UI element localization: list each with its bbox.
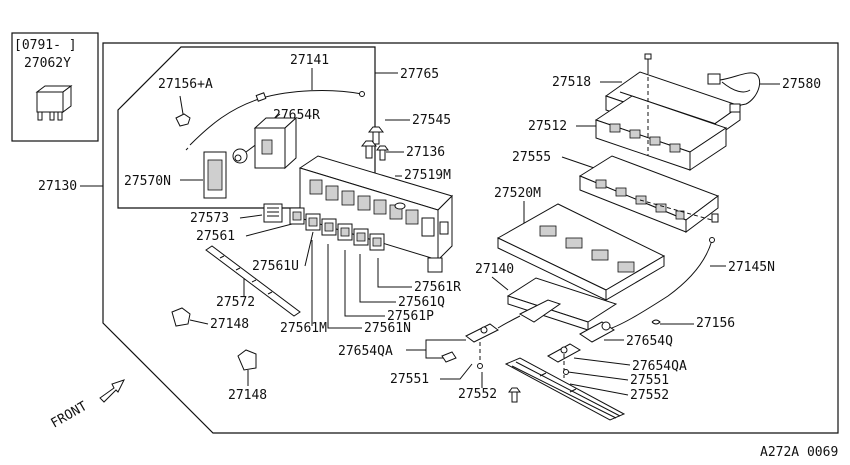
knob-27654r bbox=[232, 139, 263, 164]
inset-date-range: [0791- ] bbox=[14, 38, 77, 53]
screw-27555 bbox=[711, 213, 719, 223]
control-unit-27519m bbox=[298, 155, 453, 273]
control-cable-27145n bbox=[605, 239, 713, 331]
inset-relay-box: [0791- ] 27062Y bbox=[11, 32, 99, 142]
label-27136: 27136 bbox=[406, 145, 445, 160]
label-27512: 27512 bbox=[528, 119, 567, 134]
lens-strip-27572 bbox=[205, 245, 301, 317]
front-label: FRONT bbox=[49, 399, 91, 432]
label-27573: 27573 bbox=[190, 211, 229, 226]
label-27561: 27561 bbox=[196, 229, 235, 244]
label-27572: 27572 bbox=[216, 295, 255, 310]
button-row bbox=[289, 207, 385, 251]
label-27561u: 27561U bbox=[252, 259, 299, 274]
front-arrow-icon bbox=[99, 379, 125, 403]
label-27555: 27555 bbox=[512, 150, 551, 165]
label-27570n: 27570N bbox=[124, 174, 171, 189]
screw-lower-rail bbox=[508, 387, 521, 403]
label-27141: 27141 bbox=[290, 53, 329, 68]
label-27561q: 27561Q bbox=[398, 295, 445, 310]
label-27551-right: 27551 bbox=[630, 373, 669, 388]
bracket-27570n bbox=[203, 113, 298, 199]
label-27148-lower: 27148 bbox=[228, 388, 267, 403]
lever-27654q bbox=[579, 321, 615, 343]
label-27145n: 27145N bbox=[728, 260, 775, 275]
clip-27156 bbox=[651, 319, 661, 325]
case-27512 bbox=[594, 95, 728, 171]
label-27654q: 27654Q bbox=[626, 334, 673, 349]
base-27555 bbox=[578, 155, 720, 233]
screw-27545 bbox=[360, 126, 385, 159]
label-27130: 27130 bbox=[38, 179, 77, 194]
label-27519m: 27519M bbox=[404, 168, 451, 183]
diagram-code: A272A 0069 bbox=[760, 445, 838, 460]
rail-lower bbox=[504, 357, 626, 421]
label-27552-left: 27552 bbox=[458, 387, 497, 402]
label-27654qa-left: 27654QA bbox=[338, 344, 393, 359]
label-27654qa-right: 27654QA bbox=[632, 359, 687, 374]
screw-27518 bbox=[644, 53, 652, 70]
relay-icon bbox=[35, 85, 73, 121]
cable-clip-27156a bbox=[175, 95, 191, 127]
label-27518: 27518 bbox=[552, 75, 591, 90]
wire-harness-27580 bbox=[707, 72, 761, 113]
label-27140: 27140 bbox=[475, 262, 514, 277]
inset-part-number: 27062Y bbox=[24, 56, 71, 71]
lever-27654qa-left bbox=[441, 323, 499, 363]
label-27561r: 27561R bbox=[414, 280, 461, 295]
label-27551-left: 27551 bbox=[390, 372, 429, 387]
label-27520m: 27520M bbox=[494, 186, 541, 201]
label-27156-a: 27156+A bbox=[158, 77, 213, 92]
label-27580: 27580 bbox=[782, 77, 821, 92]
label-27148-upper: 27148 bbox=[210, 317, 249, 332]
pin-27551-right bbox=[563, 369, 569, 375]
label-27561m: 27561M bbox=[280, 321, 327, 336]
label-27561n: 27561N bbox=[364, 321, 411, 336]
label-27765: 27765 bbox=[400, 67, 439, 82]
mechanism-27520m bbox=[496, 203, 666, 301]
assembly-frame bbox=[102, 42, 839, 434]
label-27561p: 27561P bbox=[387, 309, 434, 324]
clip-27148-lower bbox=[237, 349, 257, 371]
label-27552-right: 27552 bbox=[630, 388, 669, 403]
plate-27140 bbox=[506, 277, 618, 331]
label-27545: 27545 bbox=[412, 113, 451, 128]
label-27156: 27156 bbox=[696, 316, 735, 331]
clip-27148-upper bbox=[171, 307, 191, 327]
screw-27136 bbox=[376, 145, 389, 161]
knob-27573 bbox=[263, 203, 283, 223]
lever-27654qa-right bbox=[546, 343, 582, 378]
pin-27551-left bbox=[477, 342, 483, 369]
